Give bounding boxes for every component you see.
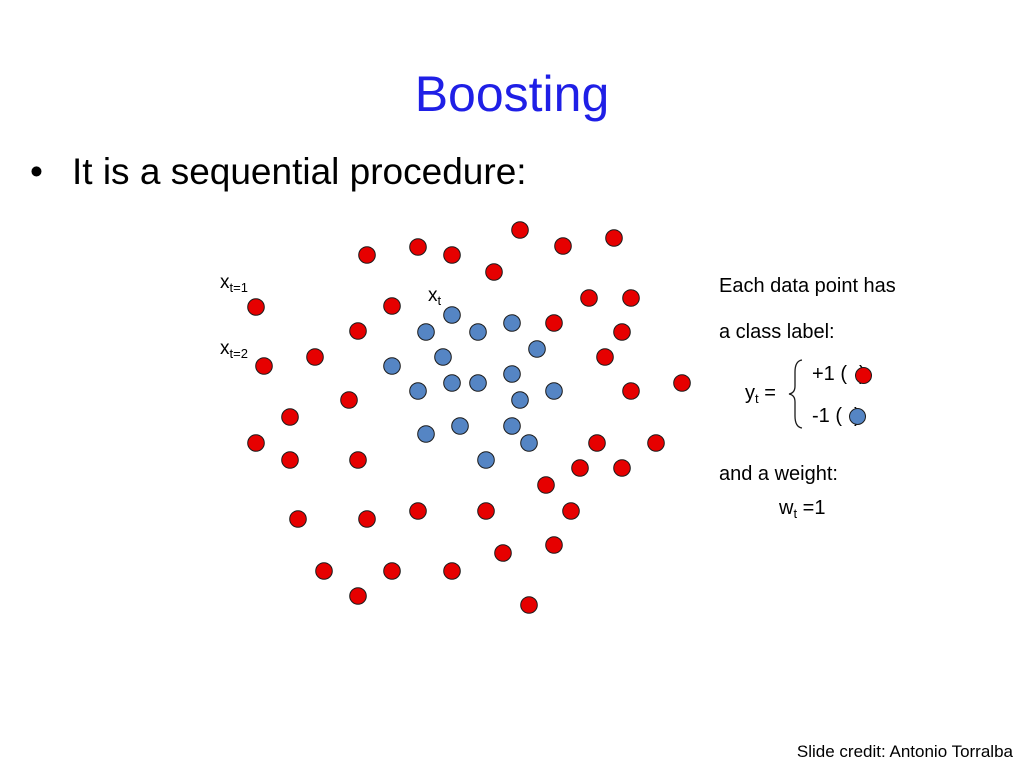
class-label-symbol: yt = [745,382,776,406]
blue-data-point [417,323,435,341]
blue-data-point [503,417,521,435]
red-data-point [349,587,367,605]
blue-data-point [520,434,538,452]
red-data-point [349,322,367,340]
blue-data-point [511,391,529,409]
red-data-point [647,434,665,452]
red-data-point [477,502,495,520]
red-data-point [537,476,555,494]
blue-data-point [503,365,521,383]
bullet-text: It is a sequential procedure: [72,151,527,192]
red-data-point [613,323,631,341]
red-data-point [409,502,427,520]
red-data-point [306,348,324,366]
red-data-point [289,510,307,528]
red-data-point [580,289,598,307]
red-data-point [511,221,529,239]
red-data-point [340,391,358,409]
red-data-point [443,246,461,264]
red-data-point [383,297,401,315]
blue-data-point [451,417,469,435]
weight-line: and a weight: [719,463,838,485]
red-data-point [554,237,572,255]
slide-title: Boosting [414,66,610,122]
info-line-2: a class label: [719,321,835,343]
label-x-t: xt [428,285,442,308]
red-data-point [383,562,401,580]
red-data-point [315,562,333,580]
red-data-point [545,314,563,332]
red-data-point [255,357,273,375]
red-data-point [247,434,265,452]
red-data-point [281,408,299,426]
red-data-point [562,502,580,520]
red-data-point [409,238,427,256]
red-data-point [349,451,367,469]
red-data-point [673,374,691,392]
red-data-point [520,596,538,614]
red-data-point [571,459,589,477]
red-data-point [247,298,265,316]
blue-data-point [528,340,546,358]
blue-data-point [503,314,521,332]
red-data-point [281,451,299,469]
blue-data-point [417,425,435,443]
blue-data-point [469,323,487,341]
red-data-point [605,229,623,247]
red-data-point [443,562,461,580]
red-data-point [588,434,606,452]
red-class-dot [855,367,872,384]
blue-data-point [383,357,401,375]
blue-data-point [443,306,461,324]
bullet-item: • It is a sequential procedure: [30,148,527,196]
blue-data-point [409,382,427,400]
label-x-t1: xt=1 [220,272,248,295]
red-data-point [358,510,376,528]
blue-data-point [469,374,487,392]
red-data-point [545,536,563,554]
red-data-point [358,246,376,264]
blue-data-point [545,382,563,400]
bullet-marker: • [30,151,43,192]
blue-data-point [443,374,461,392]
slide-credit: Slide credit: Antonio Torralba [796,742,1013,761]
blue-data-point [434,348,452,366]
brace-icon [788,359,803,429]
blue-data-point [477,451,495,469]
blue-class-dot [849,408,866,425]
red-data-point [622,382,640,400]
red-data-point [596,348,614,366]
label-x-t2: xt=2 [220,338,248,361]
info-line-1: Each data point has [719,275,896,297]
red-data-point [613,459,631,477]
red-data-point [494,544,512,562]
red-data-point [485,263,503,281]
weight-formula: wt =1 [779,497,826,521]
red-data-point [622,289,640,307]
